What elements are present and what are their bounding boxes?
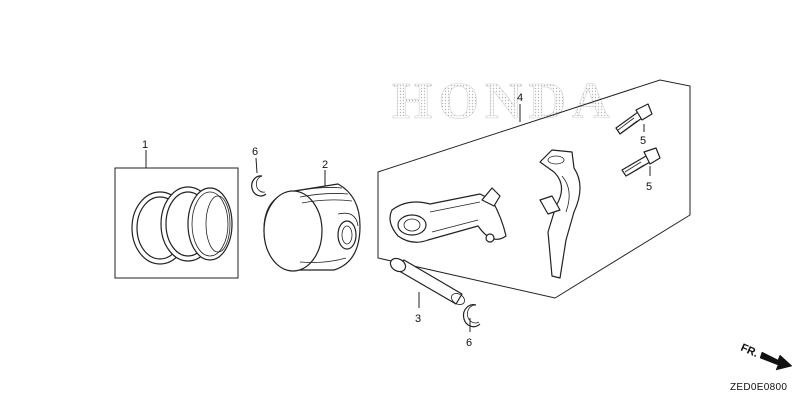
front-direction-indicator: FR.	[739, 342, 793, 371]
piston	[263, 183, 361, 272]
piston-pin-clip-lower	[462, 304, 481, 328]
callout-label: 2	[322, 159, 328, 171]
callout-label: 4	[517, 92, 523, 104]
front-arrow-icon	[759, 351, 793, 371]
connecting-rod-group-frame	[377, 79, 691, 299]
front-direction-label: FR.	[739, 342, 760, 360]
piston-pin-clip-upper	[251, 175, 267, 197]
callout-label: 1	[142, 139, 148, 151]
connecting-rod	[389, 187, 507, 243]
piston-ring-set	[114, 167, 239, 279]
connecting-rod-cap	[539, 149, 581, 279]
rod-bolt-lower	[621, 147, 661, 177]
diagram-reference-code: ZED0E0800	[730, 382, 787, 393]
piston-pin	[389, 257, 465, 305]
callout-label: 5	[640, 135, 646, 147]
callout-label: 3	[415, 313, 421, 325]
honda-watermark-logo: HONDA	[392, 73, 616, 130]
callout-label: 6	[252, 146, 258, 158]
callout-label: 6	[466, 337, 472, 349]
callout-label: 5	[646, 181, 652, 193]
rod-bolt-upper	[615, 103, 653, 135]
